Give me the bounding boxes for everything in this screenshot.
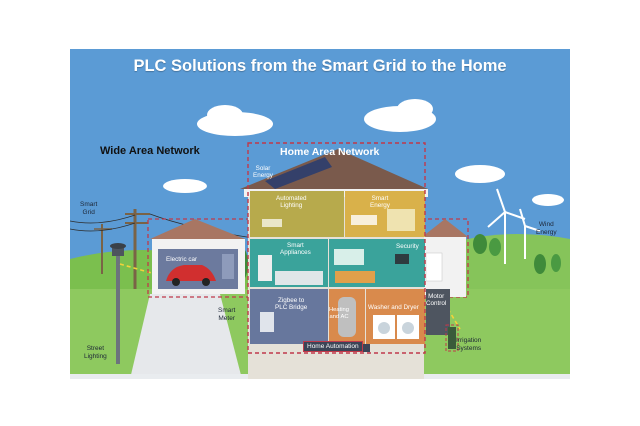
- power-pole-far: [94, 224, 112, 274]
- street-light: [110, 243, 126, 364]
- irrigation-device: [445, 324, 459, 352]
- motor-control-label: Motor Control: [426, 293, 447, 307]
- smart-grid-illustration: PLC Solutions from the Smart Grid to the…: [70, 49, 570, 379]
- han-label: Home Area Network: [280, 146, 380, 158]
- room-security: Security: [396, 243, 419, 250]
- scene-svg: [70, 49, 570, 379]
- wan-outline: [147, 218, 469, 298]
- irrigation-label: Irrigation Systems: [456, 337, 482, 352]
- clouds: [163, 99, 564, 206]
- room-heating: Heating and AC: [329, 307, 349, 320]
- room-washer: Washer and Dryer: [368, 304, 419, 311]
- street-lighting-label: Street Lighting: [84, 345, 107, 360]
- garage: [150, 219, 245, 294]
- han-outline: [247, 142, 426, 354]
- solar-energy-label: Solar Energy: [253, 165, 273, 179]
- wan-label: Wide Area Network: [100, 145, 200, 157]
- room-automated-lighting: Automated Lighting: [276, 195, 307, 209]
- room-zigbee: Zigbee to PLC Bridge: [275, 297, 308, 311]
- page-title: PLC Solutions from the Smart Grid to the…: [133, 57, 507, 75]
- house: [240, 149, 450, 379]
- room-smart-appliances: Smart Appliances: [280, 242, 311, 256]
- room-smart-energy: Smart Energy: [370, 195, 390, 209]
- power-pole: [125, 209, 150, 289]
- electric-car-label: Electric car: [166, 256, 198, 263]
- home-automation-badge: Home Automation: [303, 341, 363, 352]
- wind-energy-label: Wind Energy: [536, 221, 557, 236]
- annex: [422, 219, 468, 297]
- driveway: [130, 294, 242, 379]
- smart-grid-label: Smart Grid: [80, 201, 98, 216]
- smart-meter-label: Smart Meter: [218, 307, 236, 322]
- wind-turbines: [487, 188, 541, 264]
